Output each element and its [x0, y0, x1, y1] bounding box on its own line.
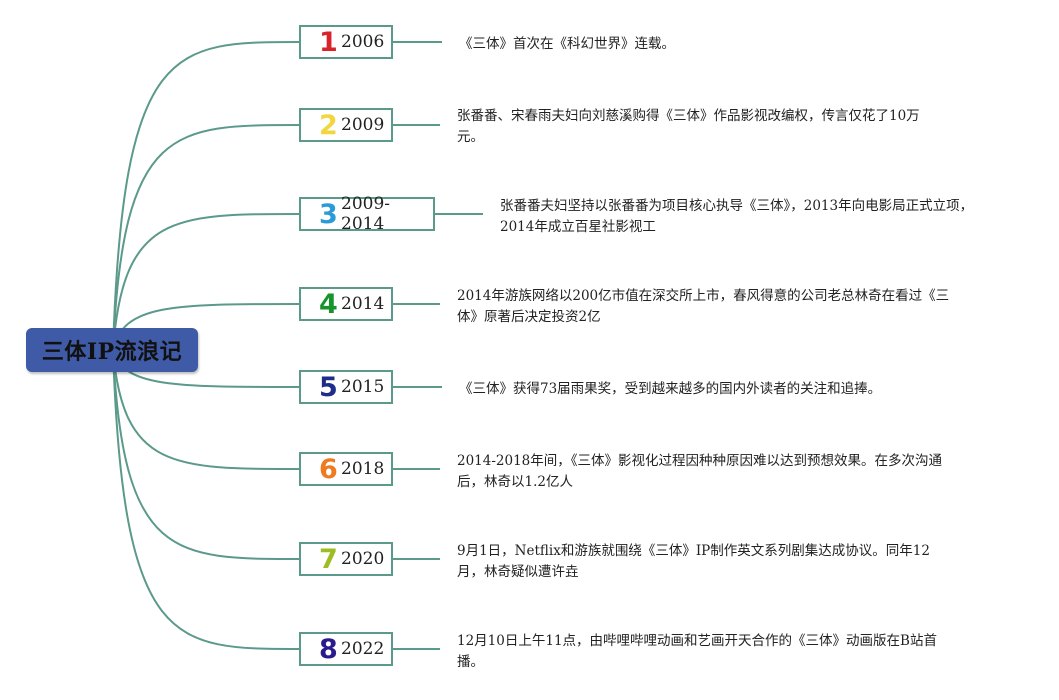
- event-year: 2015: [341, 377, 385, 397]
- event-description: 张番番、宋春雨夫妇向刘慈溪购得《三体》作品影视改编权，传言仅花了10万元。: [457, 108, 920, 145]
- event-description: 《三体》获得73届雨果奖，受到越来越多的国内外读者的关注和追捧。: [459, 381, 882, 397]
- root-topic[interactable]: 三体IP流浪记: [26, 328, 198, 372]
- branch-line: [112, 213, 300, 351]
- branch-line: [112, 124, 300, 351]
- branch-line: [112, 349, 300, 470]
- event-description: 《三体》首次在《科幻世界》连载。: [459, 36, 675, 52]
- step-number: 3: [319, 199, 338, 230]
- step-number: 5: [319, 372, 338, 403]
- event-year: 2009: [341, 115, 385, 135]
- step-number: 1: [319, 27, 338, 58]
- branch-line: [112, 41, 300, 351]
- root-title: 三体IP流浪记: [41, 339, 183, 365]
- event-year: 2020: [341, 549, 385, 569]
- event-year: 2006: [341, 32, 385, 52]
- step-number: 4: [319, 289, 338, 320]
- event-description: 12月10日上午11点，由哔哩哔哩动画和艺画开天合作的《三体》动画版在B站首播。: [457, 633, 937, 670]
- step-number: 2: [319, 110, 338, 141]
- event-description: 9月1日，Netflix和游族就围绕《三体》IP制作英文系列剧集达成协议。同年1…: [457, 543, 930, 580]
- event-year: 2022: [341, 639, 385, 659]
- event-description: 2014-2018年间，《三体》影视化过程因种种原因难以达到预想效果。在多次沟通…: [457, 453, 943, 490]
- step-number: 6: [319, 454, 338, 485]
- event-description: 2014年游族网络以200亿市值在深交所上市，春风得意的公司老总林奇在看过《三体…: [457, 288, 950, 325]
- branch-line: [112, 349, 300, 560]
- event-year: 2014: [341, 294, 385, 314]
- step-number: 8: [319, 634, 338, 665]
- event-description: 张番番夫妇坚持以张番番为项目核心执导《三体》，2013年向电影局正式立项，201…: [500, 198, 974, 235]
- event-year: 2018: [341, 459, 385, 479]
- step-number: 7: [319, 544, 338, 575]
- branch-line: [112, 349, 300, 650]
- event-year: 2009-2014: [341, 194, 391, 234]
